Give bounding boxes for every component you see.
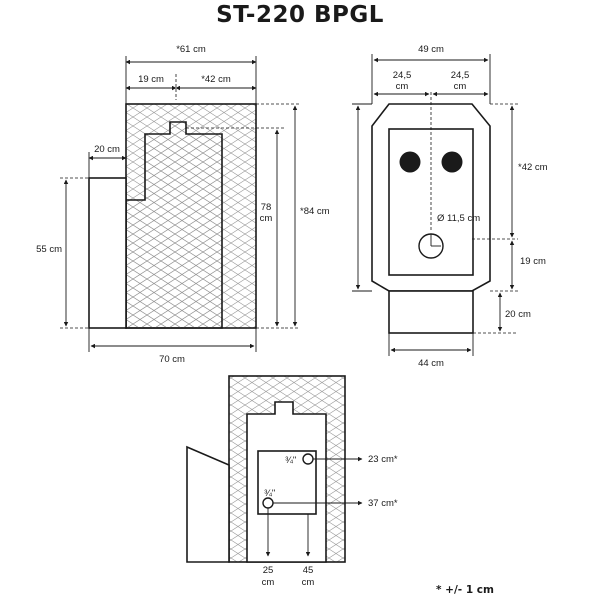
side-top-total: *61 cm [176,44,206,55]
front-half-left-value: 24,5 [393,70,412,81]
front-base-width: 44 cm [418,358,444,369]
side-inner-height-unit: cm [260,213,273,224]
front-view-stove-body [371,92,491,334]
left-offset-value: 25 [263,565,274,576]
side-total-height: *84 cm [300,206,330,217]
right-offset-unit: cm [302,577,315,588]
front-mid-height: 19 cm [520,256,546,267]
side-inner-height-value: 78 [261,202,272,213]
back-view: ¾" ¾" 23 cm* 37 cm* 25 cm 45 cm [186,375,398,588]
flue-diameter: Ø 11,5 cm [437,213,480,224]
front-width: 49 cm [418,44,444,55]
side-step-width: 20 cm [94,144,120,155]
lower-fitting-icon [262,497,274,509]
back-view-stove-body [186,375,346,563]
left-knob-icon [399,151,421,173]
front-view: 49 cm 24,5 cm 24,5 cm Ø 11,5 cm *42 cm 1… [352,44,548,369]
front-half-right-value: 24,5 [451,70,470,81]
right-offset-value: 45 [303,565,314,576]
side-bottom-width: 70 cm [159,354,185,365]
side-top-left: 19 cm [138,74,164,85]
front-base-height: 20 cm [505,309,531,320]
upper-fitting-height: 23 cm* [368,454,398,465]
lower-fitting-height: 37 cm* [368,498,398,509]
right-knob-icon [441,151,463,173]
left-offset-unit: cm [262,577,275,588]
front-half-left-unit: cm [396,81,409,92]
front-upper-height: *42 cm [518,162,548,173]
tolerance-footnote: * +/- 1 cm [436,584,494,596]
side-left-height: 55 cm [36,244,62,255]
front-half-right-unit: cm [454,81,467,92]
upper-fitting-icon [302,453,314,465]
lower-fitting-label: ¾" [264,488,275,499]
side-view: *61 cm 19 cm *42 cm 20 cm 55 cm 78 cm *8… [36,44,330,365]
side-top-right: *42 cm [201,74,231,85]
side-view-stove-body [88,103,257,329]
upper-fitting-label: ¾" [285,455,296,466]
page-title: ST-220 BPGL [216,2,384,28]
